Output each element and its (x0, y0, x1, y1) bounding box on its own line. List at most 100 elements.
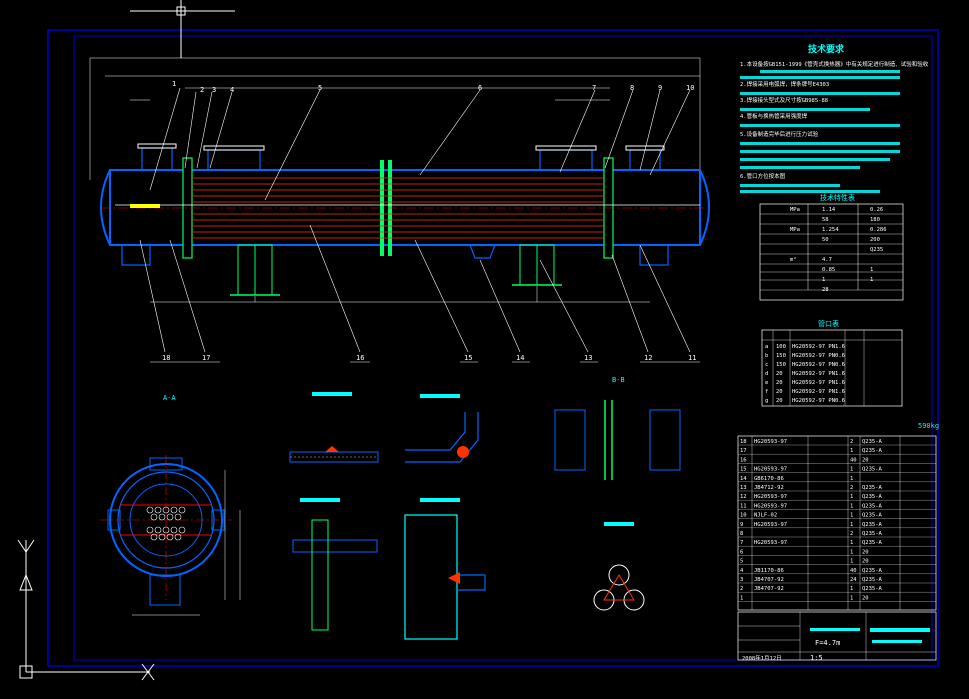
part-standard: NJLF-02 (754, 513, 777, 519)
balloon-9: 9 (658, 84, 662, 92)
design-table-value: 4.7 (822, 257, 832, 263)
part-quantity: 1 (850, 476, 853, 482)
nozzle-size: 20 (776, 398, 783, 404)
balloon-4: 4 (230, 86, 234, 94)
part-material: 20 (862, 559, 869, 565)
nozzle-standard: HG20592-97 PN1.6 (792, 371, 845, 377)
tech-note-4: 4.管板与换热管采用强度焊 (740, 112, 808, 120)
part-number: 9 (740, 522, 743, 528)
balloon-18: 18 (162, 354, 170, 362)
part-material: Q235-A (862, 503, 883, 509)
design-table-value: 1 (870, 267, 873, 273)
part-quantity: 2 (850, 485, 853, 491)
section-bb-label: B-B (612, 376, 625, 384)
balloon-5: 5 (318, 84, 322, 92)
part-material: Q235-A (862, 540, 883, 546)
part-material: Q235-A (862, 568, 883, 574)
part-standard: JB1170-86 (754, 568, 784, 574)
part-number: 7 (740, 540, 743, 546)
part-material: Q235-A (862, 467, 883, 473)
nozzle-standard: HG20592-97 PN1.6 (792, 380, 845, 386)
design-table-value: 1.14 (822, 207, 836, 213)
design-table-value: 58 (822, 217, 829, 223)
nozzle-size: 150 (776, 353, 786, 359)
balloon-2: 2 (200, 86, 204, 94)
design-table-value: 28 (822, 287, 829, 293)
balloon-1: 1 (172, 80, 176, 88)
part-quantity: 1 (850, 448, 853, 454)
part-number: 6 (740, 549, 743, 555)
part-number: 17 (740, 448, 747, 454)
part-number: 15 (740, 467, 747, 473)
tech-note-2: 2.焊接采用电弧焊，焊条牌号E4303 (740, 80, 829, 88)
part-standard: HG20593-97 (754, 503, 787, 509)
part-quantity: 40 (850, 457, 857, 463)
part-quantity: 1 (850, 522, 853, 528)
nozzle-mark: e (765, 380, 768, 386)
part-standard: HG20593-97 (754, 467, 787, 473)
design-table-value: 0.26 (870, 207, 883, 213)
nozzle-mark: g (765, 398, 768, 404)
part-quantity: 1 (850, 549, 853, 555)
ucs-axis-icon (17, 539, 155, 681)
part-standard: GB6170-86 (754, 476, 784, 482)
nozzle-mark: b (765, 353, 768, 359)
design-table-value: 1.254 (822, 227, 839, 233)
drawing-inner-frame (73, 35, 933, 661)
tech-note-1: 1.本设备按GB151-1999《管壳式换热器》中有关规定进行制造、试验和验收 (740, 60, 929, 68)
balloon-12: 12 (644, 354, 652, 362)
part-number: 11 (740, 503, 747, 509)
nozzle-size: 20 (776, 389, 783, 395)
part-quantity: 1 (850, 540, 853, 546)
detail-views[interactable]: B-B (289, 376, 681, 640)
nozzle-size: 20 (776, 371, 783, 377)
part-material: 20 (862, 457, 869, 463)
part-number: 8 (740, 531, 743, 537)
part-number: 2 (740, 586, 743, 592)
part-quantity: 24 (850, 577, 857, 583)
part-material: 20 (862, 595, 869, 601)
design-table-unit: m² (790, 256, 797, 263)
part-number: 12 (740, 494, 747, 500)
part-quantity: 1 (850, 586, 853, 592)
balloon-6: 6 (478, 84, 482, 92)
part-standard: JB4707-92 (754, 586, 784, 592)
nozzle-standard: HG20592-97 PN0.6 (792, 353, 845, 359)
part-standard: HG20593-97 (754, 439, 787, 445)
nozzle-size: 100 (776, 344, 786, 350)
part-standard: HG20593-97 (754, 540, 787, 546)
design-table-value: Q235 (870, 247, 883, 253)
part-number: 16 (740, 457, 747, 463)
nozzle-mark: a (765, 344, 768, 350)
tech-note-5: 5.设备制造完毕后进行压力试验 (740, 130, 819, 138)
part-material: Q235-A (862, 485, 883, 491)
technical-requirements-block: 技术要求 1.本设备按GB151-1999《管壳式换热器》中有关规定进行制造、试… (740, 43, 929, 193)
nozzle-standard: HG20592-97 PN1.6 (792, 344, 845, 350)
equipment-name: F=4.7m (815, 639, 840, 647)
design-table-unit: MPa (790, 207, 800, 213)
drawing-outer-frame (47, 29, 939, 667)
design-table-value: 1 (870, 277, 873, 283)
drawing-scale: 1:5 (810, 654, 823, 662)
section-aa-view[interactable]: A-A (100, 394, 241, 616)
part-number: 13 (740, 485, 747, 491)
part-number: 18 (740, 439, 747, 445)
nozzle-mark: c (765, 362, 768, 368)
design-table-value: 200 (870, 237, 880, 243)
design-table-value: 1 (822, 277, 825, 283)
part-standard: JB4707-92 (754, 577, 784, 583)
weight-label: 590kg (918, 422, 939, 430)
tech-note-6: 6.管口方位按本图 (740, 172, 786, 180)
part-quantity: 1 (850, 513, 853, 519)
main-elevation-view[interactable]: 1 2 3 4 5 6 7 8 9 10 11 12 13 14 15 16 1… (89, 57, 712, 363)
part-material: Q235-A (862, 448, 883, 454)
part-number: 10 (740, 513, 747, 519)
part-quantity: 1 (850, 467, 853, 473)
design-table-value: 0.286 (870, 227, 887, 233)
drawing-date: 2008年1月12日 (742, 654, 782, 662)
nozzle-mark: d (765, 371, 768, 377)
title-block: F=4.7m 2008年1月12日 1:5 (737, 611, 937, 662)
